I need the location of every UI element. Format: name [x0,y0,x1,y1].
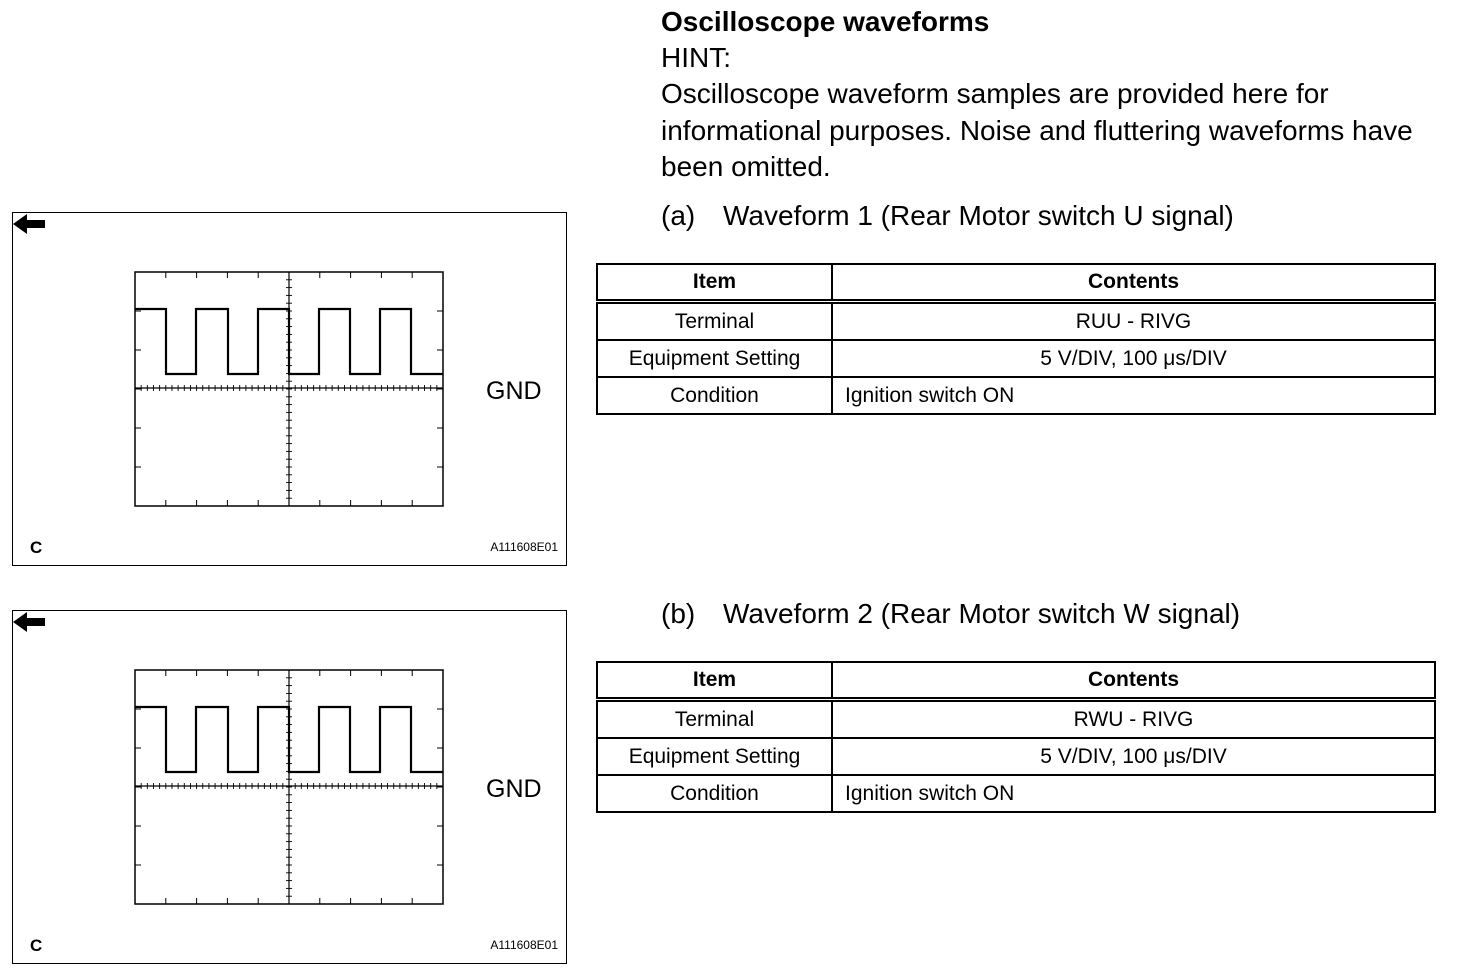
table-row: Condition Ignition switch ON [596,774,1436,813]
table-header-row: Item Contents [596,263,1436,304]
waveform-1-spec-table: Item Contents Terminal RUU - RIVG Equipm… [596,263,1436,415]
gnd-label: GND [486,775,542,803]
section-a-letter: (a) [661,200,696,231]
gnd-arrow-icon [13,214,45,234]
section-b-title: (b) Waveform 2 (Rear Motor switch W signa… [661,596,1240,632]
section-a-title: (a) Waveform 1 (Rear Motor switch U signa… [661,198,1234,234]
figure-id: A111608E01 [490,938,558,952]
item-header: Item [596,263,833,304]
square-wave-trace [135,705,443,774]
row-contents: Ignition switch ON [831,774,1436,813]
row-contents: Ignition switch ON [831,376,1436,415]
waveform-1-figure: GND C A111608E01 [12,212,567,566]
table-row: Terminal RWU - RIVG [596,698,1436,739]
figure-code: C [30,936,43,955]
waveform-1-oscilloscope-screen [134,271,444,507]
table-row: Equipment Setting 5 V/DIV, 100 μs/DIV [596,339,1436,378]
table-row: Equipment Setting 5 V/DIV, 100 μs/DIV [596,737,1436,776]
waveform-2-spec-table: Item Contents Terminal RWU - RIVG Equipm… [596,661,1436,813]
contents-header: Contents [831,263,1436,304]
item-header: Item [596,661,833,702]
gnd-arrow-icon [13,612,45,632]
table-header-row: Item Contents [596,661,1436,702]
contents-header: Contents [831,661,1436,702]
row-contents: RUU - RIVG [831,300,1436,341]
hint-text: Oscilloscope waveform samples are provid… [661,78,1413,182]
row-contents: RWU - RIVG [831,698,1436,739]
row-item: Equipment Setting [596,737,833,776]
table-row: Terminal RUU - RIVG [596,300,1436,341]
row-item: Condition [596,376,833,415]
row-item: Terminal [596,698,833,739]
section-b-title-text: Waveform 2 (Rear Motor switch W signal) [723,598,1241,629]
row-contents: 5 V/DIV, 100 μs/DIV [831,339,1436,378]
square-wave-trace [135,307,443,376]
waveform-2-oscilloscope-screen [134,669,444,905]
section-b-letter: (b) [661,598,696,629]
row-item: Equipment Setting [596,339,833,378]
waveform-2-figure: GND C A111608E01 [12,610,567,964]
gnd-label: GND [486,377,542,405]
page-heading: Oscilloscope waveforms [661,6,990,37]
hint-label: HINT: [661,42,731,73]
row-item: Terminal [596,300,833,341]
row-contents: 5 V/DIV, 100 μs/DIV [831,737,1436,776]
table-row: Condition Ignition switch ON [596,376,1436,415]
section-a-title-text: Waveform 1 (Rear Motor switch U signal) [723,200,1234,231]
row-item: Condition [596,774,833,813]
figure-id: A111608E01 [490,540,558,554]
figure-code: C [30,538,43,557]
